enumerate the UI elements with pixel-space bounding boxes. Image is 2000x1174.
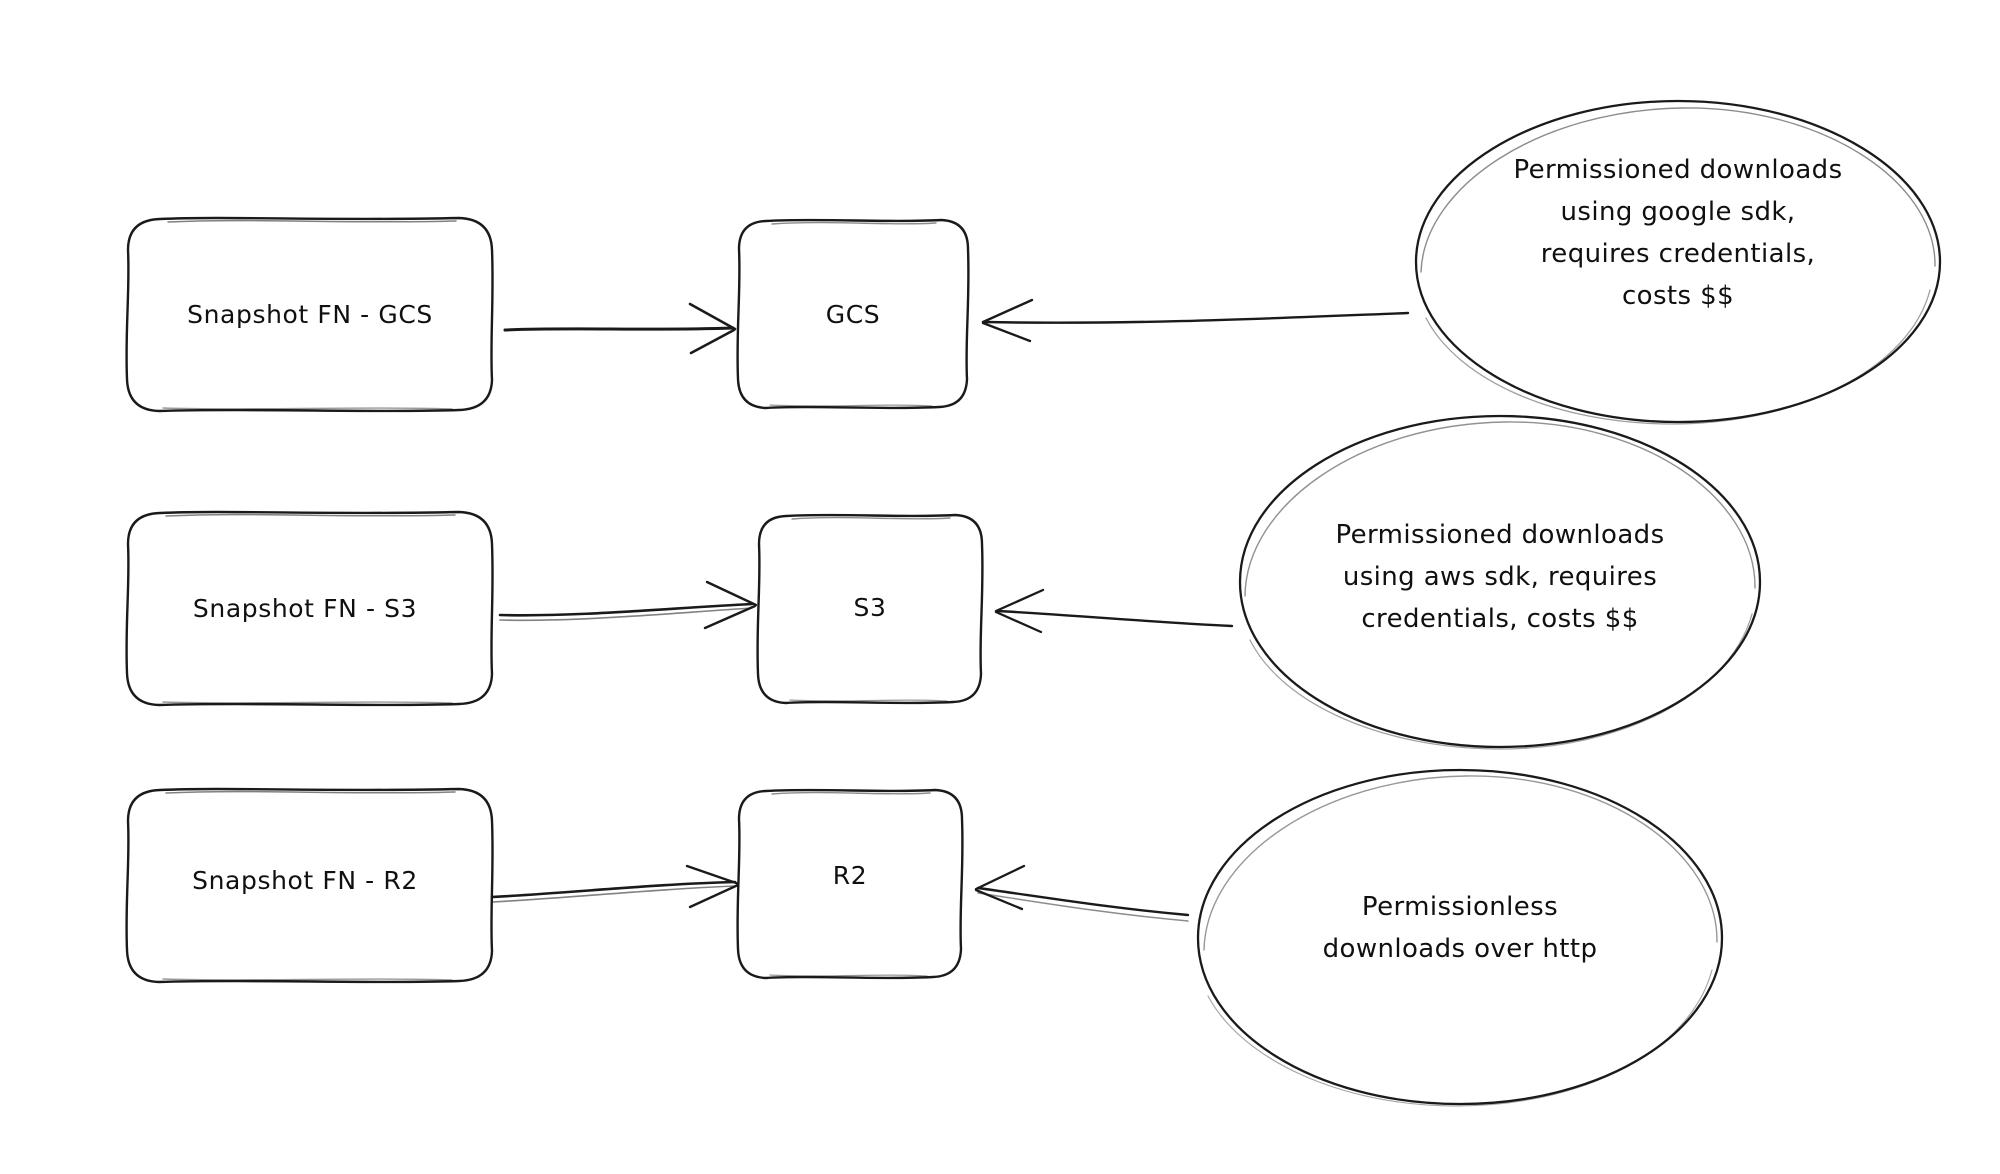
note-r2[interactable]: Permissionless downloads over http	[1196, 768, 1724, 1107]
node-store-gcs[interactable]: GCS	[736, 218, 970, 410]
edge-source-s3-to-store-s3[interactable]	[498, 580, 758, 630]
edge-source-r2-to-store-r2[interactable]	[490, 864, 741, 909]
node-source-gcs[interactable]: Snapshot FN - GCS	[125, 216, 494, 413]
node-source-s3[interactable]: Snapshot FN - S3	[125, 510, 494, 707]
note-gcs-line-2: using google sdk,	[1561, 197, 1796, 227]
note-s3-line-3: credentials, costs $$	[1361, 604, 1638, 634]
note-gcs-line-1: Permissioned downloads	[1513, 155, 1842, 185]
node-source-s3-label: Snapshot FN - S3	[193, 594, 417, 623]
node-store-s3[interactable]: S3	[756, 513, 984, 705]
node-source-r2[interactable]: Snapshot FN - R2	[125, 787, 494, 984]
note-r2-line-2: downloads over http	[1323, 934, 1598, 964]
note-s3[interactable]: Permissioned downloads using aws sdk, re…	[1238, 414, 1762, 750]
node-store-r2[interactable]: R2	[736, 788, 964, 980]
node-store-r2-label: R2	[833, 861, 867, 890]
note-gcs-line-4: costs $$	[1622, 281, 1734, 311]
node-source-gcs-label: Snapshot FN - GCS	[187, 300, 433, 329]
edge-note-s3-to-store-s3[interactable]	[994, 588, 1234, 634]
node-store-gcs-label: GCS	[826, 300, 881, 329]
note-s3-line-2: using aws sdk, requires	[1343, 562, 1657, 592]
note-gcs[interactable]: Permissioned downloads using google sdk,…	[1414, 99, 1942, 425]
note-s3-line-1: Permissioned downloads	[1335, 520, 1664, 550]
edge-note-r2-to-store-r2[interactable]	[974, 864, 1190, 922]
note-gcs-line-3: requires credentials,	[1541, 239, 1815, 269]
node-store-s3-label: S3	[854, 593, 887, 622]
note-r2-line-1: Permissionless	[1362, 892, 1558, 922]
node-source-r2-label: Snapshot FN - R2	[192, 866, 418, 895]
edge-source-gcs-to-store-gcs[interactable]	[503, 302, 737, 355]
edge-note-gcs-to-store-gcs[interactable]	[981, 298, 1410, 343]
